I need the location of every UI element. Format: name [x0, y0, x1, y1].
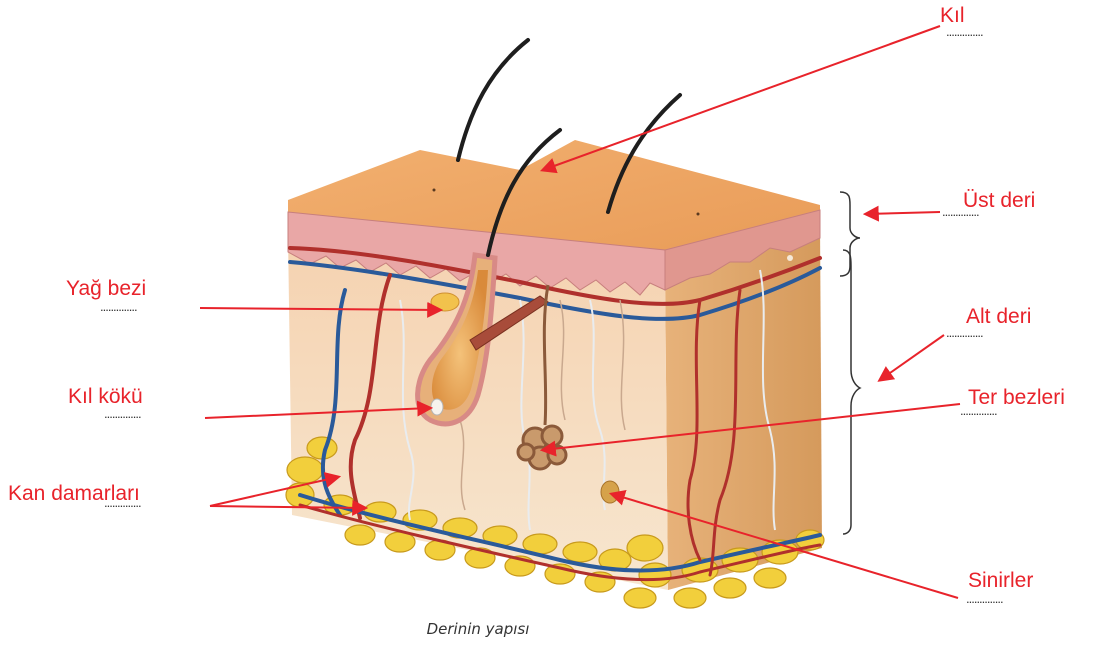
blank-ust-deri: .............. [942, 205, 979, 219]
arrow-ust-deri [866, 212, 940, 214]
brace-ust-deri [840, 192, 860, 276]
pore [787, 255, 793, 261]
label-sinirler: Sinirler [968, 569, 1033, 593]
blank-kil: .............. [946, 25, 983, 39]
blank-sinirler: .............. [966, 592, 1003, 606]
diagram-caption: Derinin yapısı [398, 620, 558, 638]
blank-ter-bezleri: .............. [960, 404, 997, 418]
blank-kan-damarlari: .............. [104, 496, 141, 510]
pore [433, 189, 436, 192]
hair-papilla [431, 399, 443, 415]
pore [697, 213, 700, 216]
blank-alt-deri: .............. [946, 326, 983, 340]
blank-yag-bezi: .............. [100, 300, 137, 314]
arrow-kil [543, 26, 940, 170]
label-yag-bezi: Yağ bezi [66, 277, 146, 301]
blank-kil-koku: .............. [104, 407, 141, 421]
brace-alt-deri [843, 250, 860, 534]
arrow-alt-deri [880, 335, 944, 380]
nerve-ending [601, 481, 619, 503]
sebaceous-gland [431, 293, 459, 311]
